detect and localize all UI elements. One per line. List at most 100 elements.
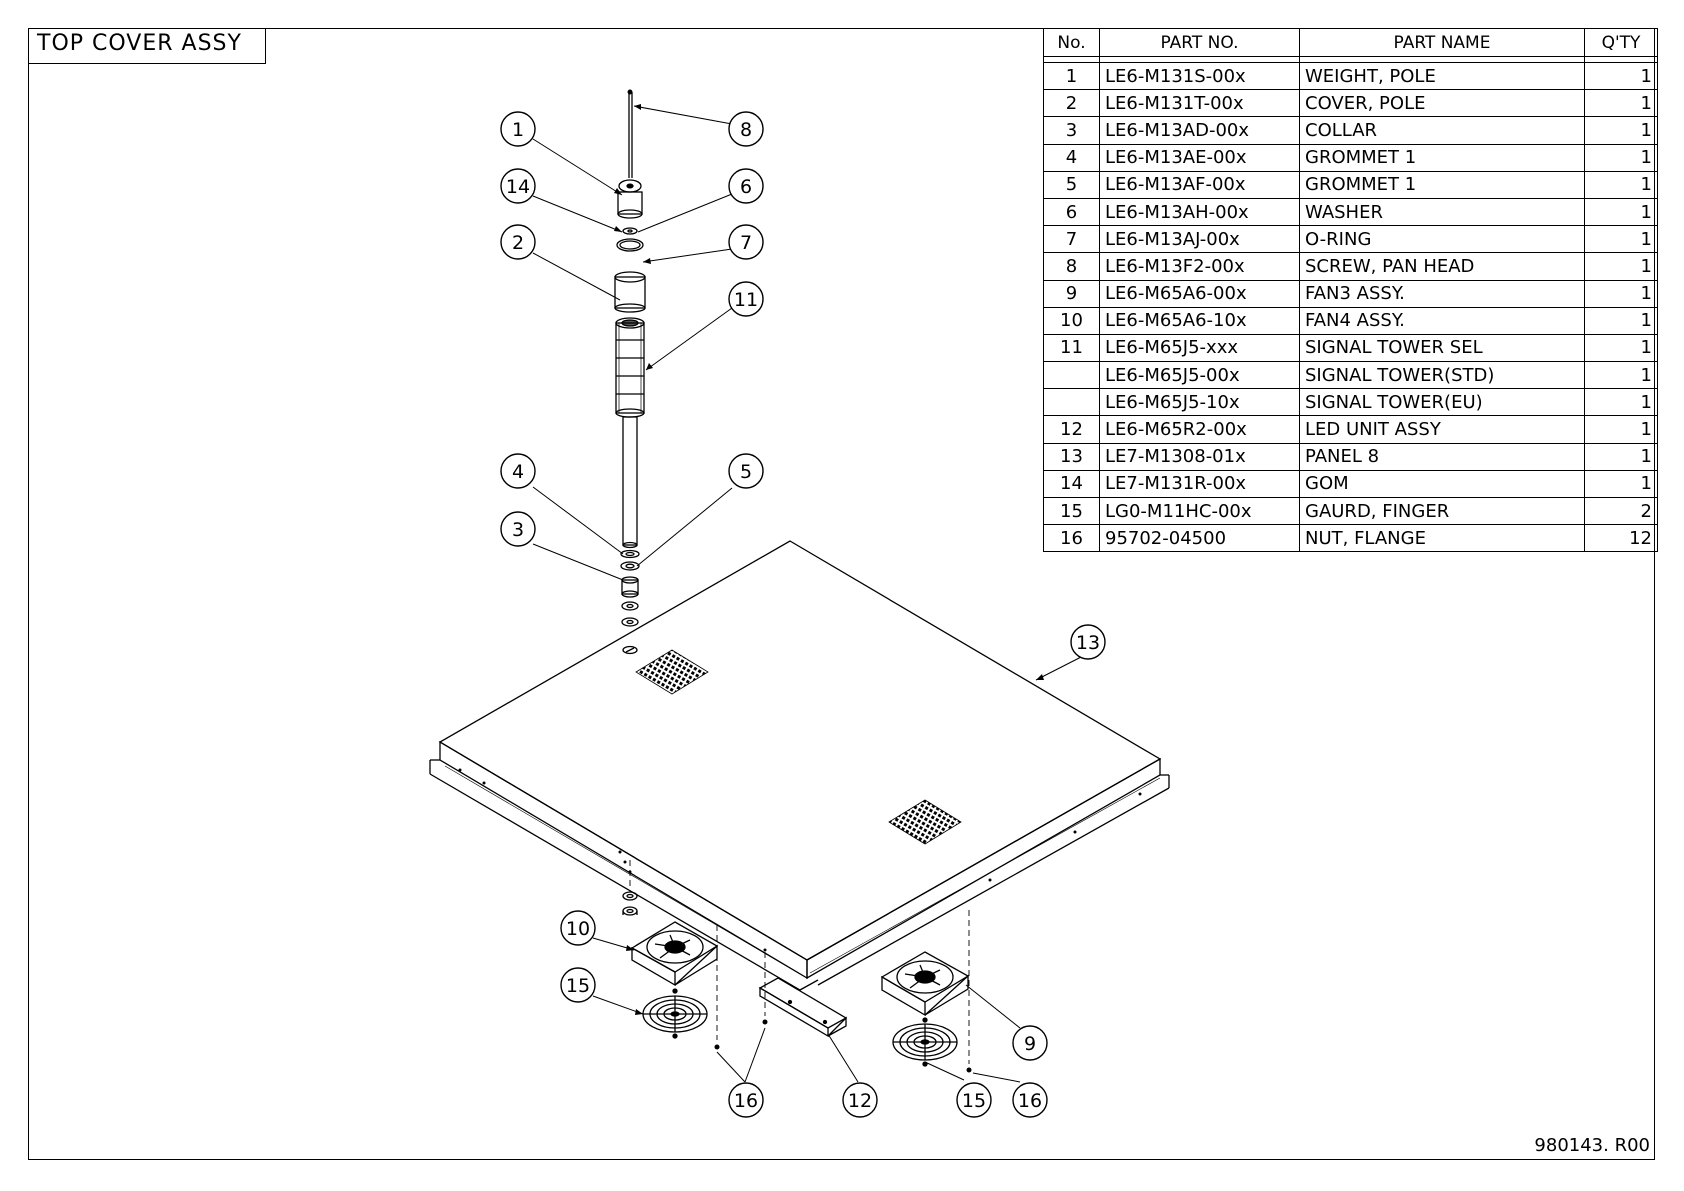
balloon-label: 6 [740,176,752,198]
cell-part-no: LE6-M13AD-00x [1099,116,1300,145]
cell-qty: 1 [1584,252,1658,281]
grommet-5 [620,561,640,571]
cell-part-name: FAN4 ASSY. [1299,306,1585,335]
cover-pole [614,271,646,313]
cell-part-name: SIGNAL TOWER(STD) [1299,361,1585,390]
cell-part-name: GAURD, FINGER [1299,496,1585,526]
balloon-label: 4 [512,461,524,483]
cell-part-name: NUT, FLANGE [1299,524,1585,553]
cell-no: 3 [1043,116,1100,145]
cell-part-no: LE6-M65J5-00x [1099,361,1300,390]
vent-grille-left [635,649,709,695]
drawing-frame [28,28,1655,1160]
balloon-item: 4 [500,453,536,489]
drawing-title: TOP COVER ASSY [28,28,266,64]
cell-qty: 1 [1584,170,1658,199]
cell-part-no: LE6-M13AE-00x [1099,143,1300,172]
balloon-label: 15 [962,1090,986,1112]
balloon-item: 16 [1012,1082,1048,1118]
header-no: No. [1043,28,1100,57]
assembly-axis-lines [629,860,970,1064]
cell-qty: 1 [1584,415,1658,444]
cell-no: 10 [1043,306,1100,335]
balloon-item: 15 [956,1082,992,1118]
balloon-label: 16 [1018,1090,1042,1112]
cell-part-no: LG0-M11HC-00x [1099,496,1300,526]
balloon-label: 8 [740,119,752,141]
panel-top-cover [429,540,1170,991]
leader-lines [532,105,1086,1083]
cell-part-no: LE6-M131S-00x [1099,61,1300,91]
cell-part-no: LE6-M65J5-10x [1099,388,1300,417]
cell-part-name: O-RING [1299,225,1585,254]
cell-qty: 1 [1584,89,1658,118]
balloon-item: 11 [728,281,764,317]
balloon-item: 12 [842,1082,878,1118]
balloon-item: 10 [560,910,596,946]
cell-qty: 1 [1584,225,1658,254]
balloon-label: 11 [734,289,758,311]
finger-guard-left [642,988,708,1039]
drawing-number: 980143. R00 [1534,1135,1650,1156]
cell-part-name: COVER, POLE [1299,89,1585,118]
balloon-label: 13 [1076,632,1100,654]
cell-qty: 1 [1584,388,1658,417]
cell-part-no: LE6-M65A6-10x [1099,306,1300,335]
cell-part-name: SIGNAL TOWER SEL [1299,333,1585,363]
screw-pan-head [627,89,633,178]
balloon-item: 15 [560,967,596,1003]
balloon-item: 3 [500,511,536,547]
cell-no: 11 [1043,333,1100,363]
flange-nuts-pole [622,891,638,916]
cell-no: 4 [1043,143,1100,172]
cell-part-no: LE7-M1308-01x [1099,442,1300,471]
balloon-label: 1 [512,119,524,141]
balloon-item: 13 [1070,624,1106,660]
washer [622,227,638,235]
balloon-item: 1 [500,111,536,147]
nuts-stack [621,601,639,655]
balloon-label: 14 [506,176,530,198]
balloon-item: 9 [1012,1025,1048,1061]
balloon-item: 14 [500,168,536,204]
balloon-item: 7 [728,224,764,260]
cell-part-no: LE6-M65J5-xxx [1099,333,1300,363]
cell-no: 15 [1043,496,1100,526]
led-unit-assy [758,977,848,1038]
fan-assy-9 [880,951,970,1017]
balloon-item: 2 [500,224,536,260]
balloon-item: 8 [728,111,764,147]
cell-part-no: 95702-04500 [1099,524,1300,553]
cell-part-no: LE6-M65A6-00x [1099,279,1300,308]
collar [621,576,639,598]
finger-guard-right [892,1017,958,1067]
cell-no: 9 [1043,279,1100,308]
grommet-4 [620,549,640,559]
weight-pole [617,179,643,219]
fan-assy-10 [630,921,719,987]
flange-nuts [714,1019,972,1073]
cell-qty: 1 [1584,116,1658,145]
cell-part-name: LED UNIT ASSY [1299,415,1585,444]
cell-part-name: GOM [1299,469,1585,499]
cell-part-name: GROMMET 1 [1299,170,1585,199]
balloon-label: 2 [512,232,524,254]
cell-part-no: LE6-M13AF-00x [1099,170,1300,199]
leader-arrowheads [614,104,1044,1015]
cell-part-no: LE6-M131T-00x [1099,89,1300,118]
balloon-item: 16 [728,1082,764,1118]
